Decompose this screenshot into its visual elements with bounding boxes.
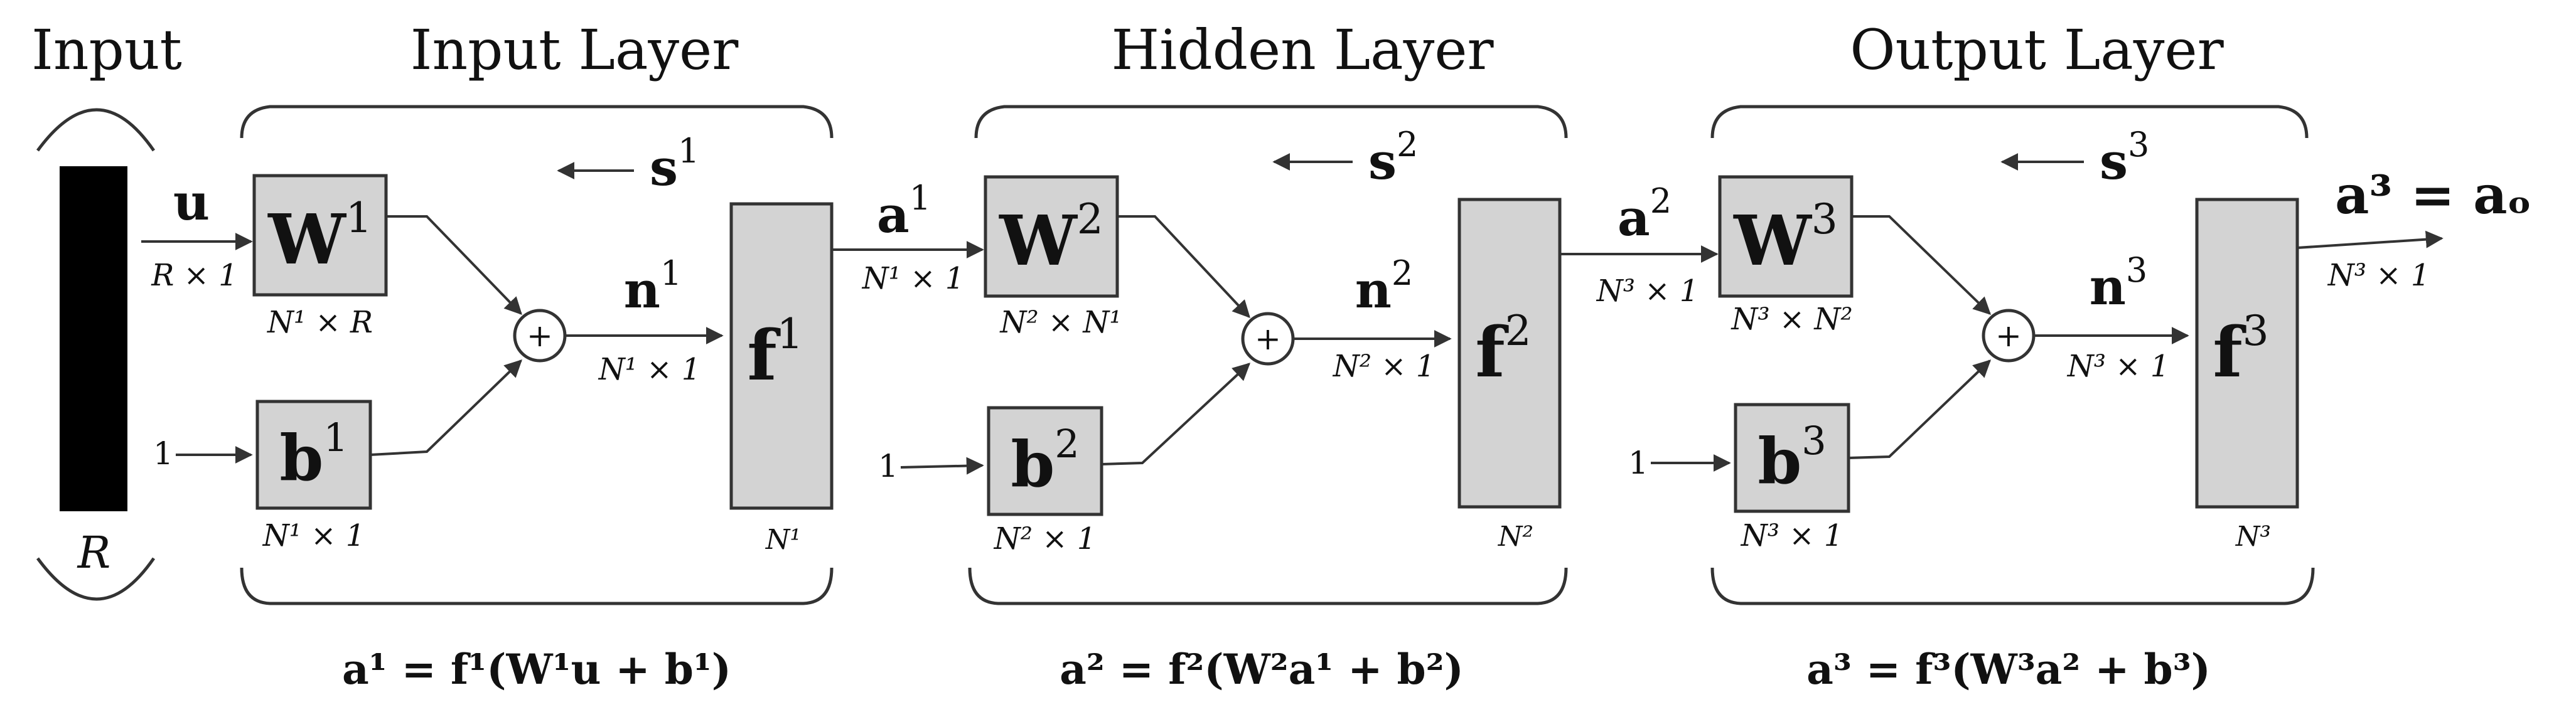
- layer3-f-label: f3: [2213, 307, 2268, 393]
- input-dim-label: R: [77, 527, 111, 578]
- layer3-bias-box: [1734, 403, 1850, 513]
- input-u-label: u: [173, 173, 210, 231]
- layer2-n-dim: N² × 1: [1333, 349, 1436, 384]
- layer2-b-to-sum-arrow: [1101, 363, 1251, 465]
- layer3-sum-symbol: +: [1995, 317, 2022, 354]
- layer1-bias-box: [255, 400, 372, 510]
- layer2-b-dim: N² × 1: [994, 521, 1097, 556]
- layer2-s-label: s2: [1368, 125, 1418, 191]
- output-arrow: [2297, 230, 2444, 249]
- input-top-arc: [36, 108, 156, 152]
- input-bottom-arc: [36, 557, 156, 601]
- layer1-n-dim: N¹ × 1: [598, 352, 701, 387]
- input-layer-top-brace: [240, 105, 834, 139]
- layer2-f-dim: N²: [1498, 521, 1533, 553]
- hidden-layer-bottom-brace: [968, 567, 1568, 605]
- input-layer-title: Input Layer: [411, 18, 739, 82]
- layer2-w-dim: N² × N¹: [999, 305, 1121, 340]
- input-vector-bar: [60, 166, 127, 511]
- layer3-weight-box: [1718, 175, 1854, 298]
- layer3-n-dim: N³ × 1: [2067, 349, 2170, 384]
- layer1-transfer-box: [729, 202, 834, 510]
- layer1-sum-symbol: +: [527, 317, 553, 354]
- layer1-f-dim: N¹: [765, 524, 801, 556]
- layer1-w-label: W1: [267, 194, 372, 280]
- input-title: Input: [31, 18, 182, 82]
- layer3-b-to-sum-arrow: [1848, 359, 1992, 459]
- layer1-equation: a¹ = f¹(W¹u + b¹): [342, 645, 731, 694]
- layer1-weight-box: [252, 174, 388, 297]
- output-layer-title: Output Layer: [1850, 18, 2224, 82]
- input-layer-bottom-brace: [240, 567, 834, 605]
- layer1-n-label: n1: [624, 253, 682, 319]
- layer2-w-label: W2: [999, 195, 1103, 281]
- layer2-transfer-box: [1457, 198, 1562, 509]
- a1-dim: N¹ × 1: [862, 261, 965, 296]
- layer3-w-to-sum-arrow: [1852, 215, 1992, 315]
- layer2-weight-box: [984, 175, 1119, 298]
- input-u-dim: R × 1: [151, 258, 237, 293]
- layer3-w-dim: N³ × N²: [1731, 302, 1852, 337]
- layer3-b-label: b3: [1758, 418, 1826, 498]
- output-dim: N³ × 1: [2327, 258, 2430, 293]
- layer3-w-label: W3: [1733, 195, 1838, 281]
- layer1-w-dim: N¹ × R: [267, 305, 373, 340]
- layer3-b-dim: N³ × 1: [1741, 518, 1843, 553]
- layer3-s-label: s3: [2100, 125, 2149, 191]
- layer2-b-label: b2: [1011, 421, 1079, 501]
- layer2-w-to-sum-arrow: [1117, 215, 1250, 319]
- layer1-s-label: s1: [650, 131, 699, 197]
- output-layer-top-brace: [1710, 105, 2309, 139]
- layer2-sum-symbol: +: [1255, 321, 1281, 357]
- layer3-transfer-box: [2195, 198, 2299, 509]
- layer3-equation: a³ = f³(W³a² + b³): [1806, 645, 2211, 694]
- layer2-equation: a² = f²(W²a¹ + b²): [1060, 645, 1464, 694]
- layer1-b-to-sum-arrow: [370, 359, 523, 456]
- hidden-layer-top-brace: [974, 105, 1568, 139]
- a2-label: a2: [1618, 181, 1672, 247]
- layer1-bias-input: 1: [153, 435, 173, 472]
- layer3-f-dim: N³: [2235, 521, 2271, 553]
- layer3-n-label: n3: [2090, 250, 2148, 316]
- output-label: a³ = aₒ: [2335, 164, 2532, 226]
- layer1-b-dim: N¹ × 1: [262, 518, 365, 553]
- layer1-b-label: b1: [279, 415, 348, 495]
- a2-dim: N³ × 1: [1596, 274, 1699, 309]
- layer2-n-label: n2: [1355, 253, 1414, 319]
- layer2-f-label: f2: [1475, 307, 1531, 393]
- layer3-bias-input: 1: [1628, 445, 1648, 481]
- layer1-f-label: f1: [747, 310, 803, 396]
- layer2-bias-box: [987, 406, 1103, 516]
- hidden-layer-title: Hidden Layer: [1111, 18, 1494, 82]
- layer2-bias-arrow: [900, 457, 984, 475]
- layer2-bias-input: 1: [878, 448, 898, 484]
- a1-label: a1: [877, 178, 931, 244]
- output-layer-bottom-brace: [1710, 567, 2315, 605]
- layer1-w-to-sum-arrow: [386, 215, 522, 316]
